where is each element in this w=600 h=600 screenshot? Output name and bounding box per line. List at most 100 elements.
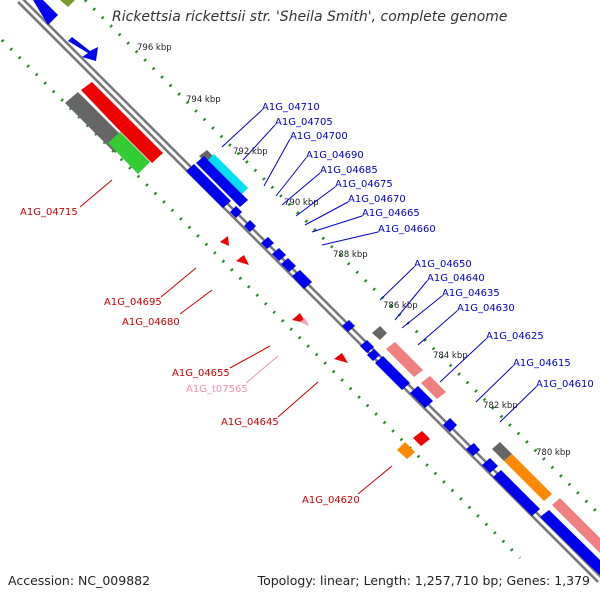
leader-line <box>277 381 319 418</box>
tick-label: 790 kbp <box>284 198 319 208</box>
feature-cds-forward[interactable] <box>196 156 248 207</box>
gene-label-forward[interactable]: A1G_04615 <box>513 358 571 369</box>
feature-gray-small[interactable] <box>372 326 387 340</box>
tick-label: 788 kbp <box>333 250 368 260</box>
gene-label-reverse[interactable]: A1G_04715 <box>20 207 78 218</box>
feature-rrna[interactable] <box>552 498 600 553</box>
feature-cds-forward[interactable] <box>482 458 498 473</box>
gene-label-forward[interactable]: A1G_04700 <box>290 131 348 142</box>
ruler-line-outer <box>83 0 600 517</box>
leader-line <box>263 138 291 187</box>
gene-label-forward[interactable]: A1G_04610 <box>536 379 594 390</box>
gene-label-forward[interactable]: A1G_04635 <box>442 288 500 299</box>
feature-cds-forward[interactable] <box>466 443 480 456</box>
feature-cds-reverse[interactable] <box>81 82 130 130</box>
gene-label-forward[interactable]: A1G_04665 <box>362 208 420 219</box>
feature-gray-block[interactable] <box>65 92 128 153</box>
tick-label: 784 kbp <box>433 351 468 361</box>
gene-label-forward[interactable]: A1G_04685 <box>320 165 378 176</box>
gene-label-forward[interactable]: A1G_04625 <box>486 331 544 342</box>
leader-line <box>475 365 514 403</box>
gene-label-forward[interactable]: A1G_04710 <box>262 102 320 113</box>
gene-label-forward[interactable]: A1G_04660 <box>378 224 436 235</box>
gene-label-forward[interactable]: A1G_04675 <box>335 179 393 190</box>
gene-label-forward[interactable]: A1G_04705 <box>275 117 333 128</box>
leader-line <box>394 280 428 321</box>
feature-cds-reverse[interactable] <box>236 255 249 265</box>
gene-label-forward[interactable]: A1G_04650 <box>414 259 472 270</box>
feature-rrna[interactable] <box>386 342 423 377</box>
gene-label-forward[interactable]: A1G_04690 <box>306 150 364 161</box>
feature-green-block[interactable] <box>108 132 150 174</box>
gene-label-reverse[interactable]: A1G_04695 <box>104 297 162 308</box>
feature-trna[interactable] <box>300 318 309 326</box>
feature-cds-forward[interactable] <box>281 258 296 272</box>
feature-cds-forward[interactable] <box>261 237 274 249</box>
leader-line <box>221 109 263 148</box>
leader-line <box>311 215 363 233</box>
feature-cds-reverse[interactable] <box>413 431 430 446</box>
tick-labels: 796 kbp 794 kbp 792 kbp 790 kbp 788 kbp … <box>137 43 571 458</box>
map-title: Rickettsia rickettsii str. 'Sheila Smith… <box>112 9 508 25</box>
feature-gray-block[interactable] <box>492 442 512 461</box>
leader-line <box>401 295 443 329</box>
feature-cds-forward[interactable] <box>230 206 242 218</box>
gene-label-forward[interactable]: A1G_04630 <box>457 303 515 314</box>
feature-cds-forward[interactable] <box>292 270 312 289</box>
forward-gene-labels: A1G_04710 A1G_04705 A1G_04700 A1G_04690 … <box>221 102 594 423</box>
tick-label: 780 kbp <box>536 448 571 458</box>
leader-line <box>499 386 537 423</box>
leader-line <box>275 157 307 197</box>
leader-line <box>417 310 458 346</box>
ruler-lines <box>0 0 600 560</box>
feature-orange[interactable] <box>397 442 415 459</box>
leader-line <box>229 345 271 369</box>
leader-line <box>179 289 213 315</box>
gene-label-reverse[interactable]: A1G_04655 <box>172 368 230 379</box>
feature-cds-forward[interactable] <box>33 0 58 25</box>
feature-gc-cyan[interactable] <box>208 154 248 194</box>
feature-rrna[interactable] <box>421 376 446 399</box>
leader-line <box>321 231 379 246</box>
leader-line <box>439 338 487 383</box>
feature-cds-forward[interactable] <box>375 356 410 390</box>
feature-cds-reverse[interactable] <box>334 353 348 363</box>
feature-cds-forward[interactable] <box>244 220 256 232</box>
feature-cds-forward[interactable] <box>367 349 380 361</box>
feature-cds-forward[interactable] <box>410 386 433 408</box>
leader-line <box>304 201 349 226</box>
feature-cds-forward[interactable] <box>342 320 355 332</box>
feature-orange[interactable] <box>504 454 552 501</box>
accession-text: Accession: NC_009882 <box>8 573 151 588</box>
feature-cds-forward[interactable] <box>540 510 600 575</box>
leader-line <box>357 465 393 495</box>
leader-line <box>295 186 336 217</box>
feature-cds-reverse[interactable] <box>220 236 229 246</box>
leader-line <box>281 172 321 206</box>
features <box>33 0 600 575</box>
feature-cds-forward[interactable] <box>68 37 98 61</box>
leader-line <box>79 179 113 208</box>
feature-green-top[interactable] <box>60 0 75 7</box>
gene-label-forward[interactable]: A1G_04670 <box>348 194 406 205</box>
gene-label-trna[interactable]: A1G_t07565 <box>186 384 248 395</box>
tick-label: 794 kbp <box>186 95 221 105</box>
genome-summary-text: Topology: linear; Length: 1,257,710 bp; … <box>257 573 590 588</box>
tick-label: 786 kbp <box>383 301 418 311</box>
feature-cds-forward[interactable] <box>360 340 374 353</box>
feature-cds-reverse[interactable] <box>119 120 163 163</box>
leader-line <box>379 266 415 301</box>
tick-label: 796 kbp <box>137 43 172 53</box>
feature-cds-forward[interactable] <box>493 470 540 516</box>
gene-label-reverse[interactable]: A1G_04645 <box>221 417 279 428</box>
gene-label-forward[interactable]: A1G_04640 <box>427 273 485 284</box>
tick-label: 782 kbp <box>483 401 518 411</box>
feature-cds-forward[interactable] <box>272 248 286 261</box>
feature-cds-forward[interactable] <box>186 164 231 208</box>
feature-cds-forward[interactable] <box>443 418 457 432</box>
leader-line <box>160 267 197 298</box>
reverse-gene-labels: A1G_04715 A1G_04695 A1G_04680 A1G_04655 … <box>20 179 393 506</box>
gene-label-reverse[interactable]: A1G_04680 <box>122 317 180 328</box>
gene-label-reverse[interactable]: A1G_04620 <box>302 495 360 506</box>
